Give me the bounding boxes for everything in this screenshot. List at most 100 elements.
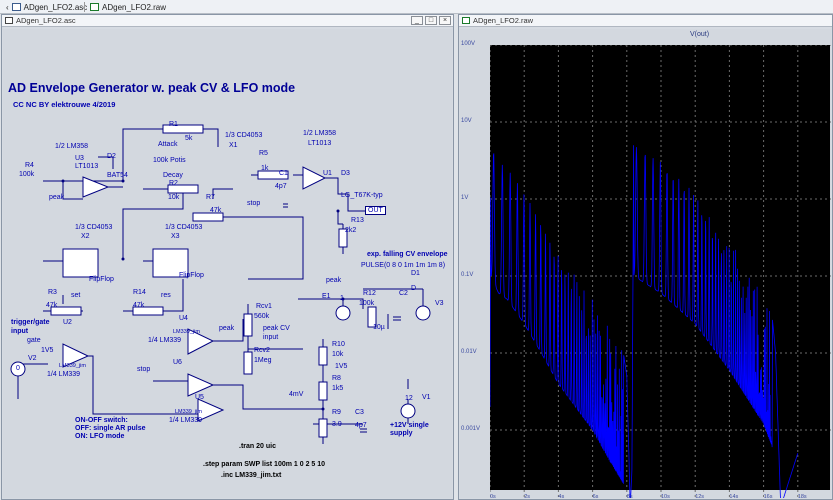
u2-label: U2 xyxy=(63,319,72,326)
peak-net-label-3: peak xyxy=(326,277,342,284)
y-tick-label: 0.01V xyxy=(461,349,477,355)
v2-value: 0 xyxy=(16,365,20,372)
u5-part-label: LM339_jim xyxy=(175,409,202,415)
x2-label: X2 xyxy=(81,233,90,240)
rcv1-value: 560k xyxy=(254,313,270,320)
fourmv-label: 4mV xyxy=(289,391,304,398)
r5-value: 1k xyxy=(261,165,269,172)
rcv1-label: Rcv1 xyxy=(256,303,272,310)
schematic-titlebar[interactable]: ADgen_LFO2.asc _ □ × xyxy=(2,15,453,27)
e1-label: E1 xyxy=(322,293,331,300)
r10-label: R10 xyxy=(332,341,345,348)
schematic-window-icon xyxy=(5,17,13,24)
peak-net-label-1: peak xyxy=(49,194,65,201)
tab-waveform-label: ADgen_LFO2.raw xyxy=(102,2,167,12)
x-tick-label: 6s xyxy=(592,494,599,498)
c1-label: C1 xyxy=(279,170,288,177)
ref-1v5-label: 1V5 xyxy=(335,363,348,370)
x1-label: X1 xyxy=(229,142,238,149)
u2-ref-label: 1V5 xyxy=(41,347,54,354)
tab-waveform[interactable]: ADgen_LFO2.raw xyxy=(86,1,170,13)
u4-desc-label: 1/4 LM339 xyxy=(148,337,182,344)
v1-value: 12 xyxy=(405,395,413,402)
u2-desc-label: 1/4 LM339 xyxy=(47,371,81,378)
switch-label-1: ON-OFF switch: xyxy=(75,417,128,424)
plot-area[interactable] xyxy=(490,45,831,498)
y-tick-label: 100V xyxy=(461,41,476,47)
waveform-titlebar[interactable]: ADgen_LFO2.raw xyxy=(459,15,832,27)
u1-half-label: 1/2 LM358 xyxy=(303,130,337,137)
peak-cv-label: peak CV xyxy=(263,325,290,332)
tab-divider xyxy=(84,2,85,12)
tab-schematic-label: ADgen_LFO2.asc xyxy=(23,2,88,12)
d1-label: D1 xyxy=(411,270,420,277)
v3-label: V3 xyxy=(435,300,444,307)
v1-label: V1 xyxy=(422,394,431,401)
r4-label: R4 xyxy=(25,162,34,169)
u3-part-label: LT1013 xyxy=(75,163,99,170)
r13-label: R13 xyxy=(351,217,364,224)
c1-value: 4p7 xyxy=(275,183,287,190)
u5-label: U5 xyxy=(195,394,204,401)
v2-label: V2 xyxy=(28,355,37,362)
r13-value: 2k2 xyxy=(345,227,357,234)
r14-value: 47k xyxy=(133,302,145,309)
flipflop-label-2: FlipFlop xyxy=(179,272,204,279)
maximize-button[interactable]: □ xyxy=(425,16,437,25)
r8-value: 1k5 xyxy=(332,385,344,392)
x3-label: X3 xyxy=(171,233,180,240)
supply-label-1: +12V single xyxy=(390,422,429,429)
x1-part-label: 1/3 CD4053 xyxy=(225,132,263,139)
mdi-tab-bar: ‹ ADgen_LFO2.asc ADgen_LFO2.raw xyxy=(0,0,833,14)
waveform-file-icon xyxy=(90,3,99,11)
d2-part-label: BAT54 xyxy=(107,172,128,179)
credit-label: CC NC BY elektrouwe 4/2019 xyxy=(13,100,116,109)
tab-schematic[interactable]: ‹ ADgen_LFO2.asc xyxy=(2,1,91,13)
peak-cv-input-label: input xyxy=(263,334,279,341)
d2-label: D2 xyxy=(107,153,116,160)
x-tick-label: 16s xyxy=(763,494,773,498)
chevron-left-icon[interactable]: ‹ xyxy=(6,2,9,12)
step-directive[interactable]: .step param SWP list 100m 1 0 2 5 10 xyxy=(203,461,326,468)
r5-label: R5 xyxy=(259,150,268,157)
y-tick-label: 1V xyxy=(461,195,469,201)
c3-value: 4p7 xyxy=(355,422,367,429)
trace-label[interactable]: V(out) xyxy=(690,31,710,38)
tran-directive[interactable]: .tran 20 uic xyxy=(239,443,276,450)
y-tick-label: 0.001V xyxy=(461,426,481,432)
decay-label: Decay xyxy=(163,172,183,179)
schematic-wires xyxy=(10,124,431,444)
r9-label: R9 xyxy=(332,409,341,416)
r3-value: 47k xyxy=(46,302,58,309)
u3-half-label: 1/2 LM358 xyxy=(55,143,89,150)
x-tick-label: 8s xyxy=(626,494,633,498)
u4-label: U4 xyxy=(179,315,188,322)
u6-label: U6 xyxy=(173,359,182,366)
u1-part-label: LT1013 xyxy=(308,140,332,147)
schematic-file-icon xyxy=(11,3,21,11)
close-button[interactable]: × xyxy=(439,16,451,25)
out-port: OUT xyxy=(365,206,386,215)
r10-value: 10k xyxy=(332,351,344,358)
schematic-title: AD Envelope Generator w. peak CV & LFO m… xyxy=(8,81,296,95)
r3-label: R3 xyxy=(48,289,57,296)
waveform-window-icon xyxy=(462,17,470,24)
r12-value: 100k xyxy=(359,300,375,307)
stop-net-label-1: stop xyxy=(247,200,261,207)
c2-label: C2 xyxy=(399,290,408,297)
inc-directive[interactable]: .inc LM339_jim.txt xyxy=(221,472,282,479)
c2-value: 10µ xyxy=(373,324,385,331)
u4-part-label: LM339_jim xyxy=(173,329,200,335)
y-tick-label: 10V xyxy=(461,118,472,124)
schematic-window[interactable]: ADgen_LFO2.asc _ □ × xyxy=(1,14,454,500)
x-tick-label: 4s xyxy=(558,494,565,498)
schematic-canvas[interactable]: AD Envelope Generator w. peak CV & LFO m… xyxy=(3,29,452,498)
x-tick-label: 2s xyxy=(524,494,530,498)
minimize-button[interactable]: _ xyxy=(411,16,423,25)
u5-desc-label: 1/4 LM339 xyxy=(169,417,203,424)
rcv2-value: 1Meg xyxy=(254,357,272,364)
u1-label: U1 xyxy=(323,170,332,177)
r1-value: 5k xyxy=(185,135,193,142)
